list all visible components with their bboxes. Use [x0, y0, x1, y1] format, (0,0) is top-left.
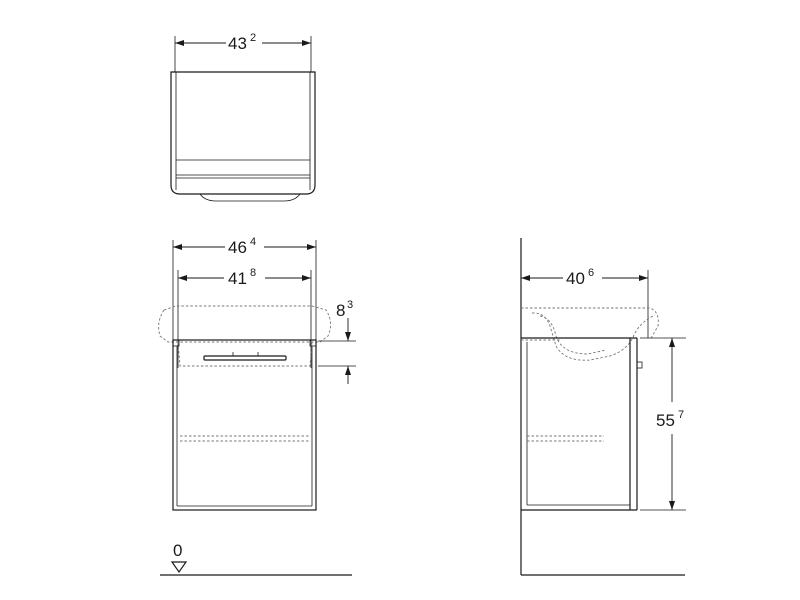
dimension-basin-height: 8 3: [318, 299, 356, 384]
washbasin-outline-front: [158, 305, 331, 367]
dimension-outer-width-value: 46: [228, 238, 247, 257]
dimension-side-height: 55 7: [640, 337, 686, 511]
dimension-inner-width-value: 41: [228, 269, 247, 288]
floor-level: 0: [160, 541, 352, 576]
dimension-basin-height-value: 8: [336, 301, 345, 320]
dimension-outer-width-superscript: 4: [250, 236, 256, 248]
dimension-top-width-superscript: 2: [250, 32, 256, 44]
cabinet-front: [172, 339, 317, 511]
dimension-basin-height-superscript: 3: [347, 299, 353, 311]
cabinet-side: [521, 337, 643, 511]
side-view: 40 6 55: [520, 238, 686, 576]
dimension-side-depth: 40 6: [521, 267, 649, 338]
dimension-inner-width-superscript: 8: [250, 267, 256, 279]
dimension-side-depth-superscript: 6: [588, 267, 594, 279]
dimension-top-width: 43 2: [174, 32, 312, 72]
dimension-side-height-value: 55: [656, 411, 675, 430]
wall: [520, 238, 685, 576]
cabinet-plan: [170, 71, 316, 202]
front-view: 46 4 41 8 8 3: [158, 236, 356, 576]
floor-level-label: 0: [173, 541, 182, 560]
dimension-outer-width: 46 4: [172, 236, 317, 340]
washbasin-outline-side: [521, 307, 659, 361]
dimension-side-depth-value: 40: [566, 269, 585, 288]
dimension-side-height-superscript: 7: [678, 409, 684, 421]
top-view: 43 2: [170, 32, 316, 202]
dimension-top-width-value: 43: [228, 34, 247, 53]
dimension-inner-width: 41 8: [177, 267, 312, 368]
